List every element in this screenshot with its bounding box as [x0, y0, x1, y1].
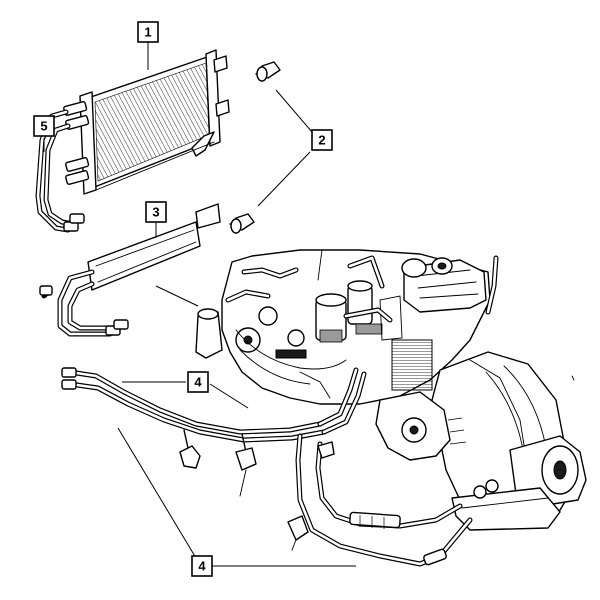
- callout-4-lower-label: 4: [198, 559, 206, 574]
- callout-4-upper: 4: [187, 371, 209, 393]
- callout-4-upper-label: 4: [194, 375, 202, 390]
- callout-1: 1: [137, 21, 159, 43]
- callout-2: 2: [311, 129, 333, 151]
- cooler-lines-transmission: [287, 433, 473, 567]
- transmission-assembly: [375, 351, 587, 531]
- callout-1-label: 1: [144, 25, 151, 40]
- callout-5: 5: [33, 115, 55, 137]
- mounting-bolt-lower: [229, 213, 255, 234]
- callout-5-label: 5: [40, 119, 47, 134]
- transmission-oil-cooler: [63, 49, 230, 195]
- leader-3-cooler: [155, 285, 199, 307]
- leader-4-upper-b: [209, 383, 249, 409]
- mounting-bolt-upper: [255, 61, 281, 82]
- callout-4-lower: 4: [191, 555, 213, 577]
- leader-lines: [43, 42, 356, 567]
- cooler-lines-front: [61, 367, 367, 497]
- leader-4-lower-a: [117, 427, 197, 559]
- leader-2-upper: [275, 89, 313, 133]
- auxiliary-oil-cooler: [39, 203, 221, 337]
- callout-3: 3: [145, 201, 167, 223]
- leader-2-lower: [257, 151, 311, 207]
- engine-assembly: [195, 249, 499, 405]
- callout-2-label: 2: [318, 133, 325, 148]
- callout-3-label: 3: [152, 205, 159, 220]
